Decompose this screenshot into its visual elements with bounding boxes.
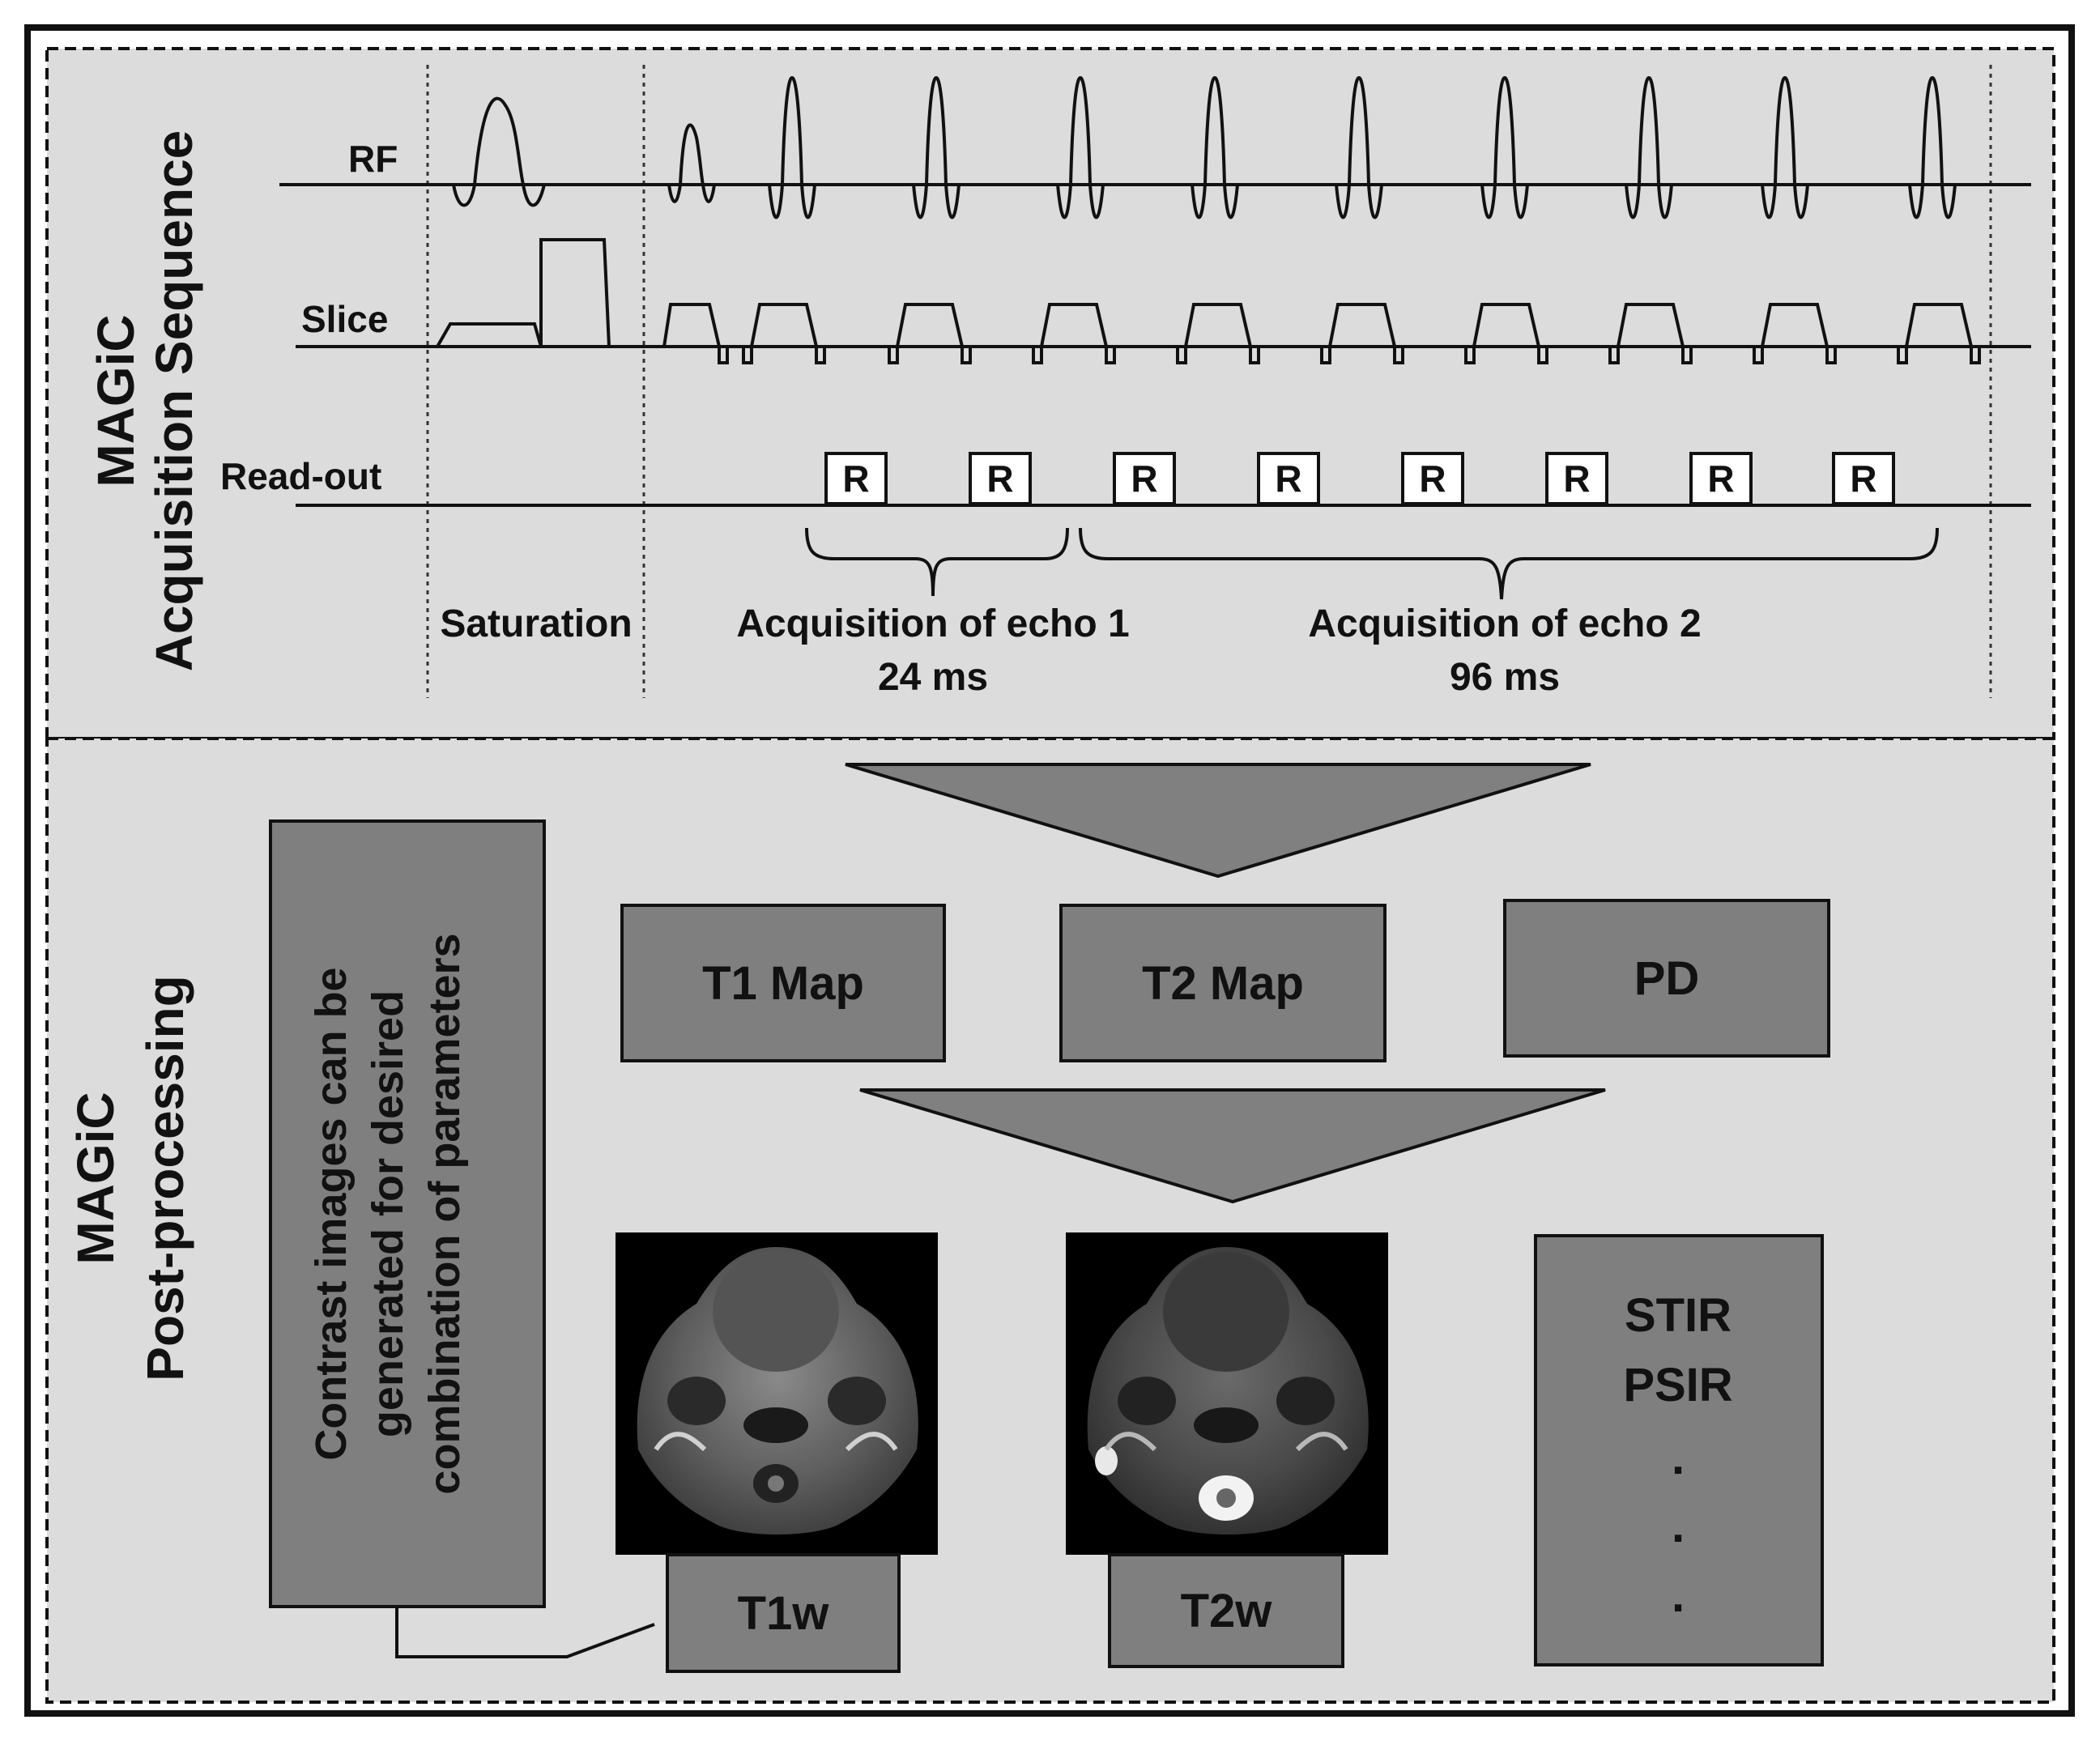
echo2-label: Acquisition of echo 2 [1308,602,1701,645]
readout-block: R [1257,452,1320,505]
slice-label: Slice [301,298,388,340]
t2w-box: T2w [1108,1553,1344,1668]
t2w-label: T2w [1181,1585,1273,1637]
down-arrow-top [845,763,1591,879]
slice-gradient-lobe [1753,303,1837,364]
slice-gradient-lobe [1897,303,1981,364]
other-contrast-ellipsis: . [1672,1432,1685,1484]
slice-gradient-lobe [1320,303,1404,364]
slice-gradient-lobe [1464,303,1548,364]
side-note-text: Contrast images can be generated for des… [307,933,469,1494]
readout-marker: R [1707,458,1734,500]
postprocessing-title-line1: MAGiC [66,1092,125,1264]
readout-marker: R [1850,458,1876,500]
map-t1-box: T1 Map [620,904,946,1062]
postprocessing-title-line2: Post-processing [136,975,194,1381]
t1w-box: T1w [666,1553,901,1673]
readout-block: R [1832,452,1895,505]
echo1-time: 24 ms [878,656,988,699]
mri-t1w-image [616,1232,938,1555]
readout-marker: R [1275,458,1301,500]
rf-refocus-pulse [1625,75,1673,219]
rf-refocus-pulse [1761,75,1809,219]
slice-saturation-gradient [436,322,543,347]
readout-marker: R [842,458,869,500]
readout-marker: R [1131,458,1157,500]
readout-block: R [1689,452,1753,505]
mri-t2w-image [1066,1232,1388,1555]
map-pd-label: PD [1634,952,1700,1005]
echo1-brace [805,527,1069,597]
map-pd-box: PD [1503,899,1830,1058]
readout-block: R [969,452,1032,505]
readout-marker: R [1419,458,1446,500]
rf-refocus-pulse [1480,75,1529,219]
slice-gradient-lobe [662,303,729,364]
echo2-time: 96 ms [1450,656,1560,699]
readout-block: R [1401,452,1464,505]
side-note-line: generated for desired [364,990,412,1437]
map-t1-label: T1 Map [702,957,864,1010]
slice-gradient-lobe [1032,303,1116,364]
rf-refocus-pulse [768,75,816,219]
rf-pulses [452,75,1957,219]
rf-refocus-pulse [1056,75,1105,219]
echo2-brace [1079,527,1939,600]
slice-spoiler-gradient [539,238,611,347]
readout-marker: R [1563,458,1590,500]
rf-refocus-pulse [1191,75,1239,219]
slice-gradients [436,238,1981,364]
rf-refocus-pulse [1908,75,1957,219]
phase-dividers [426,65,1992,698]
other-contrast-ellipsis: . [1672,1569,1685,1622]
echo1-label: Acquisition of echo 1 [736,602,1129,645]
rf-refocus-pulse [912,75,961,219]
readout-block: R [1545,452,1608,505]
readout-marker: R [986,458,1013,500]
slice-gradient-lobe [1176,303,1260,364]
slice-gradient-lobe [742,303,826,364]
other-contrast-stir: STIR [1625,1289,1732,1342]
acquisition-section-title: MAGiC Acquisition Sequence [87,130,203,672]
map-t2-box: T2 Map [1059,904,1387,1062]
saturation-label: Saturation [440,602,632,645]
rf-label: RF [348,138,398,180]
side-note-line: combination of parameters [420,933,469,1494]
rf-refocus-pulse [1335,75,1383,219]
acquisition-title-line1: MAGiC [87,314,145,487]
readout-block: R [824,452,888,505]
readout-block: R [1113,452,1176,505]
other-contrast-psir: PSIR [1623,1359,1732,1411]
side-note-line: Contrast images can be [307,967,356,1460]
slice-gradient-lobe [888,303,972,364]
rf-saturation-pulse [452,96,546,207]
readout-blocks: R R R R R R R R [824,452,1895,505]
side-note-connector [395,1607,655,1658]
readout-label: Read-out [220,455,381,497]
rf-excitation-pulse [667,123,716,203]
slice-gradient-lobe [1608,303,1693,364]
map-t2-label: T2 Map [1142,957,1304,1010]
acquisition-panel [45,47,2055,740]
down-arrow-middle [859,1088,1606,1204]
other-contrasts-box: STIR PSIR . . . [1534,1234,1824,1667]
postprocessing-section-title: MAGiC Post-processing [66,975,194,1381]
side-note-box [269,819,546,1608]
acquisition-title-line2: Acquisition Sequence [145,130,203,672]
t1w-label: T1w [738,1587,830,1640]
other-contrast-ellipsis: . [1672,1500,1685,1552]
